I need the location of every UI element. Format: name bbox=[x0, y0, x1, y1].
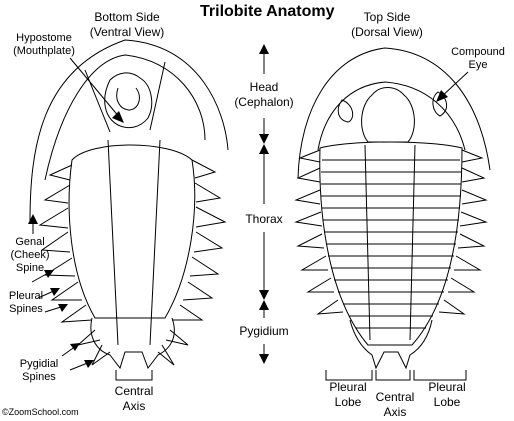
copyright-text: ©ZoomSchool.com bbox=[2, 407, 79, 417]
thorax-arrowhead-down bbox=[259, 290, 269, 300]
dorsal-segment-lines bbox=[321, 159, 461, 329]
dorsal-cephalon-inner bbox=[317, 81, 466, 151]
dorsal-axis-lines bbox=[364, 144, 416, 341]
hypostome-inner bbox=[116, 87, 140, 111]
head-arrowhead-up bbox=[259, 44, 269, 54]
right-central-axis-line1: Central bbox=[375, 390, 415, 404]
pygidial-spine-arrowhead-1 bbox=[70, 343, 80, 351]
left-central-axis-label: Central Axis bbox=[104, 384, 164, 414]
ventral-trilobite bbox=[29, 39, 229, 370]
genal-spine-label: Genal (Cheek) Spine bbox=[2, 236, 58, 275]
thorax-arrowhead-up bbox=[259, 144, 269, 154]
compound-eye-line1: Compound bbox=[451, 46, 505, 58]
top-view-line1: Top Side bbox=[363, 10, 411, 24]
dorsal-pygidium bbox=[349, 319, 433, 370]
genal-spine-arrowhead bbox=[28, 214, 38, 224]
hypostome-shape bbox=[104, 72, 153, 129]
pygidium-label: Pygidium bbox=[239, 324, 289, 338]
right-bracket-set bbox=[325, 370, 467, 381]
ventral-cephalon-outline bbox=[29, 39, 229, 223]
annotation-lines bbox=[28, 44, 469, 381]
dorsal-cephalon-outline bbox=[297, 47, 491, 179]
left-pleural-lobe-line2: Lobe bbox=[334, 395, 362, 409]
pleural-spines-line1: Pleural bbox=[8, 290, 44, 302]
pygidium-arrowhead-down bbox=[259, 354, 269, 364]
left-central-axis-line2: Axis bbox=[122, 399, 146, 413]
pygidial-spines-line1: Pygidial bbox=[19, 358, 59, 370]
compound-eye-arrowhead bbox=[436, 90, 448, 102]
head-line1: Head bbox=[249, 80, 279, 94]
pleural-spine-arrowhead-1 bbox=[44, 270, 54, 278]
left-central-axis-line1: Central bbox=[114, 384, 154, 398]
top-view-line2: (Dorsal View) bbox=[351, 25, 423, 39]
pygidium-arrowhead-up bbox=[259, 300, 269, 310]
dorsal-pleural-spines bbox=[294, 149, 488, 315]
dorsal-thorax-outline bbox=[319, 141, 463, 346]
pygidial-spine-arrowhead-2 bbox=[84, 360, 94, 368]
pleural-spines-label: Pleural Spines bbox=[0, 290, 52, 316]
head-arrowhead-down bbox=[259, 134, 269, 144]
genal-spine-line1: Genal bbox=[15, 236, 45, 248]
ventral-thorax-outline bbox=[68, 144, 196, 319]
dorsal-eye-right bbox=[432, 91, 447, 117]
right-central-axis-label: Central Axis bbox=[366, 390, 424, 420]
bottom-view-line2: (Ventral View) bbox=[89, 25, 165, 39]
pygidial-spines-label: Pygidial Spines bbox=[8, 358, 70, 384]
ventral-pleural-spines bbox=[38, 159, 227, 323]
dorsal-eye-left bbox=[337, 99, 354, 123]
compound-eye-label: Compound Eye bbox=[444, 46, 512, 72]
left-central-axis-bracket bbox=[115, 370, 153, 381]
ventral-cephalon-inner bbox=[44, 54, 206, 181]
pleural-spine-arrowhead-2 bbox=[50, 288, 60, 296]
hypostome-line2: (Mouthplate) bbox=[13, 45, 75, 57]
head-label: Head (Cephalon) bbox=[222, 80, 306, 110]
right-pleural-lobe-label: Pleural Lobe bbox=[418, 380, 476, 410]
hypostome-arrowhead bbox=[112, 111, 124, 123]
right-pleural-lobe-line1: Pleural bbox=[428, 380, 466, 394]
left-pleural-lobe-label: Pleural Lobe bbox=[320, 380, 376, 410]
genal-spine-line2: (Cheek) bbox=[10, 249, 50, 261]
dorsal-trilobite bbox=[294, 47, 491, 370]
pygidial-spines-line2: Spines bbox=[22, 371, 56, 383]
bottom-view-label: Bottom Side (Ventral View) bbox=[72, 10, 182, 40]
ventral-pygidium bbox=[90, 317, 175, 370]
bottom-view-line1: Bottom Side bbox=[94, 10, 160, 24]
compound-eye-line2: Eye bbox=[468, 59, 488, 71]
ventral-axis-lines bbox=[107, 139, 161, 346]
top-view-label: Top Side (Dorsal View) bbox=[332, 10, 442, 40]
hypostome-label: Hypostome (Mouthplate) bbox=[4, 32, 84, 58]
head-line2: (Cephalon) bbox=[234, 95, 294, 109]
genal-spine-line3: Spine bbox=[15, 262, 45, 274]
pleural-spine-arrowhead-3 bbox=[58, 304, 68, 312]
pleural-spines-line2: Spines bbox=[9, 303, 43, 315]
page-title: Trilobite Anatomy bbox=[200, 3, 335, 20]
dorsal-glabella bbox=[361, 87, 415, 143]
hypostome-line1: Hypostome bbox=[16, 32, 72, 44]
right-central-axis-line2: Axis bbox=[383, 405, 407, 419]
right-pleural-lobe-line2: Lobe bbox=[433, 395, 461, 409]
thorax-label: Thorax bbox=[245, 212, 283, 226]
hypostome-arrow bbox=[69, 57, 121, 119]
left-pleural-lobe-line1: Pleural bbox=[329, 380, 367, 394]
ventral-pygidial-spines bbox=[77, 329, 189, 366]
